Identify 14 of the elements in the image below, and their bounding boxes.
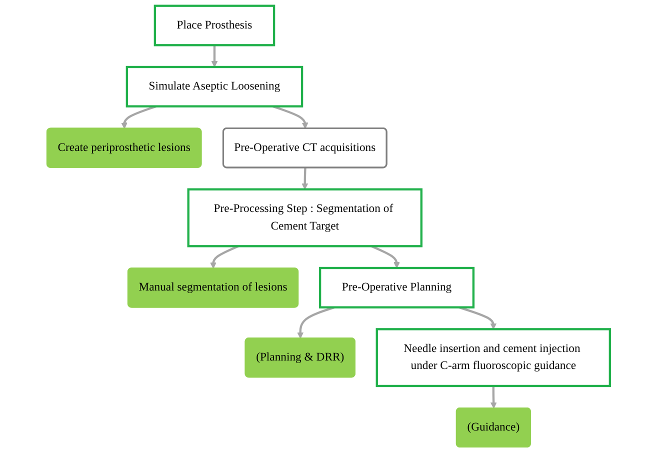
node-box: Place Prosthesis [154,4,276,46]
arrow [490,386,497,408]
node-box: Simulate Aseptic Loosening [126,66,304,108]
arrow [302,168,308,190]
arrow [210,245,240,269]
arrow [272,105,308,129]
node-box: Pre-Processing Step : Segmentation of Cement Target [187,188,423,248]
arrow [297,306,336,339]
arrow [370,245,400,268]
node-box: Pre-Operative Planning [319,266,475,308]
arrow [121,105,157,129]
arrow [458,306,497,330]
node-box: Needle insertion and cement injection under C-arm fluoroscopic guidance [376,328,612,388]
arrow [211,45,218,68]
